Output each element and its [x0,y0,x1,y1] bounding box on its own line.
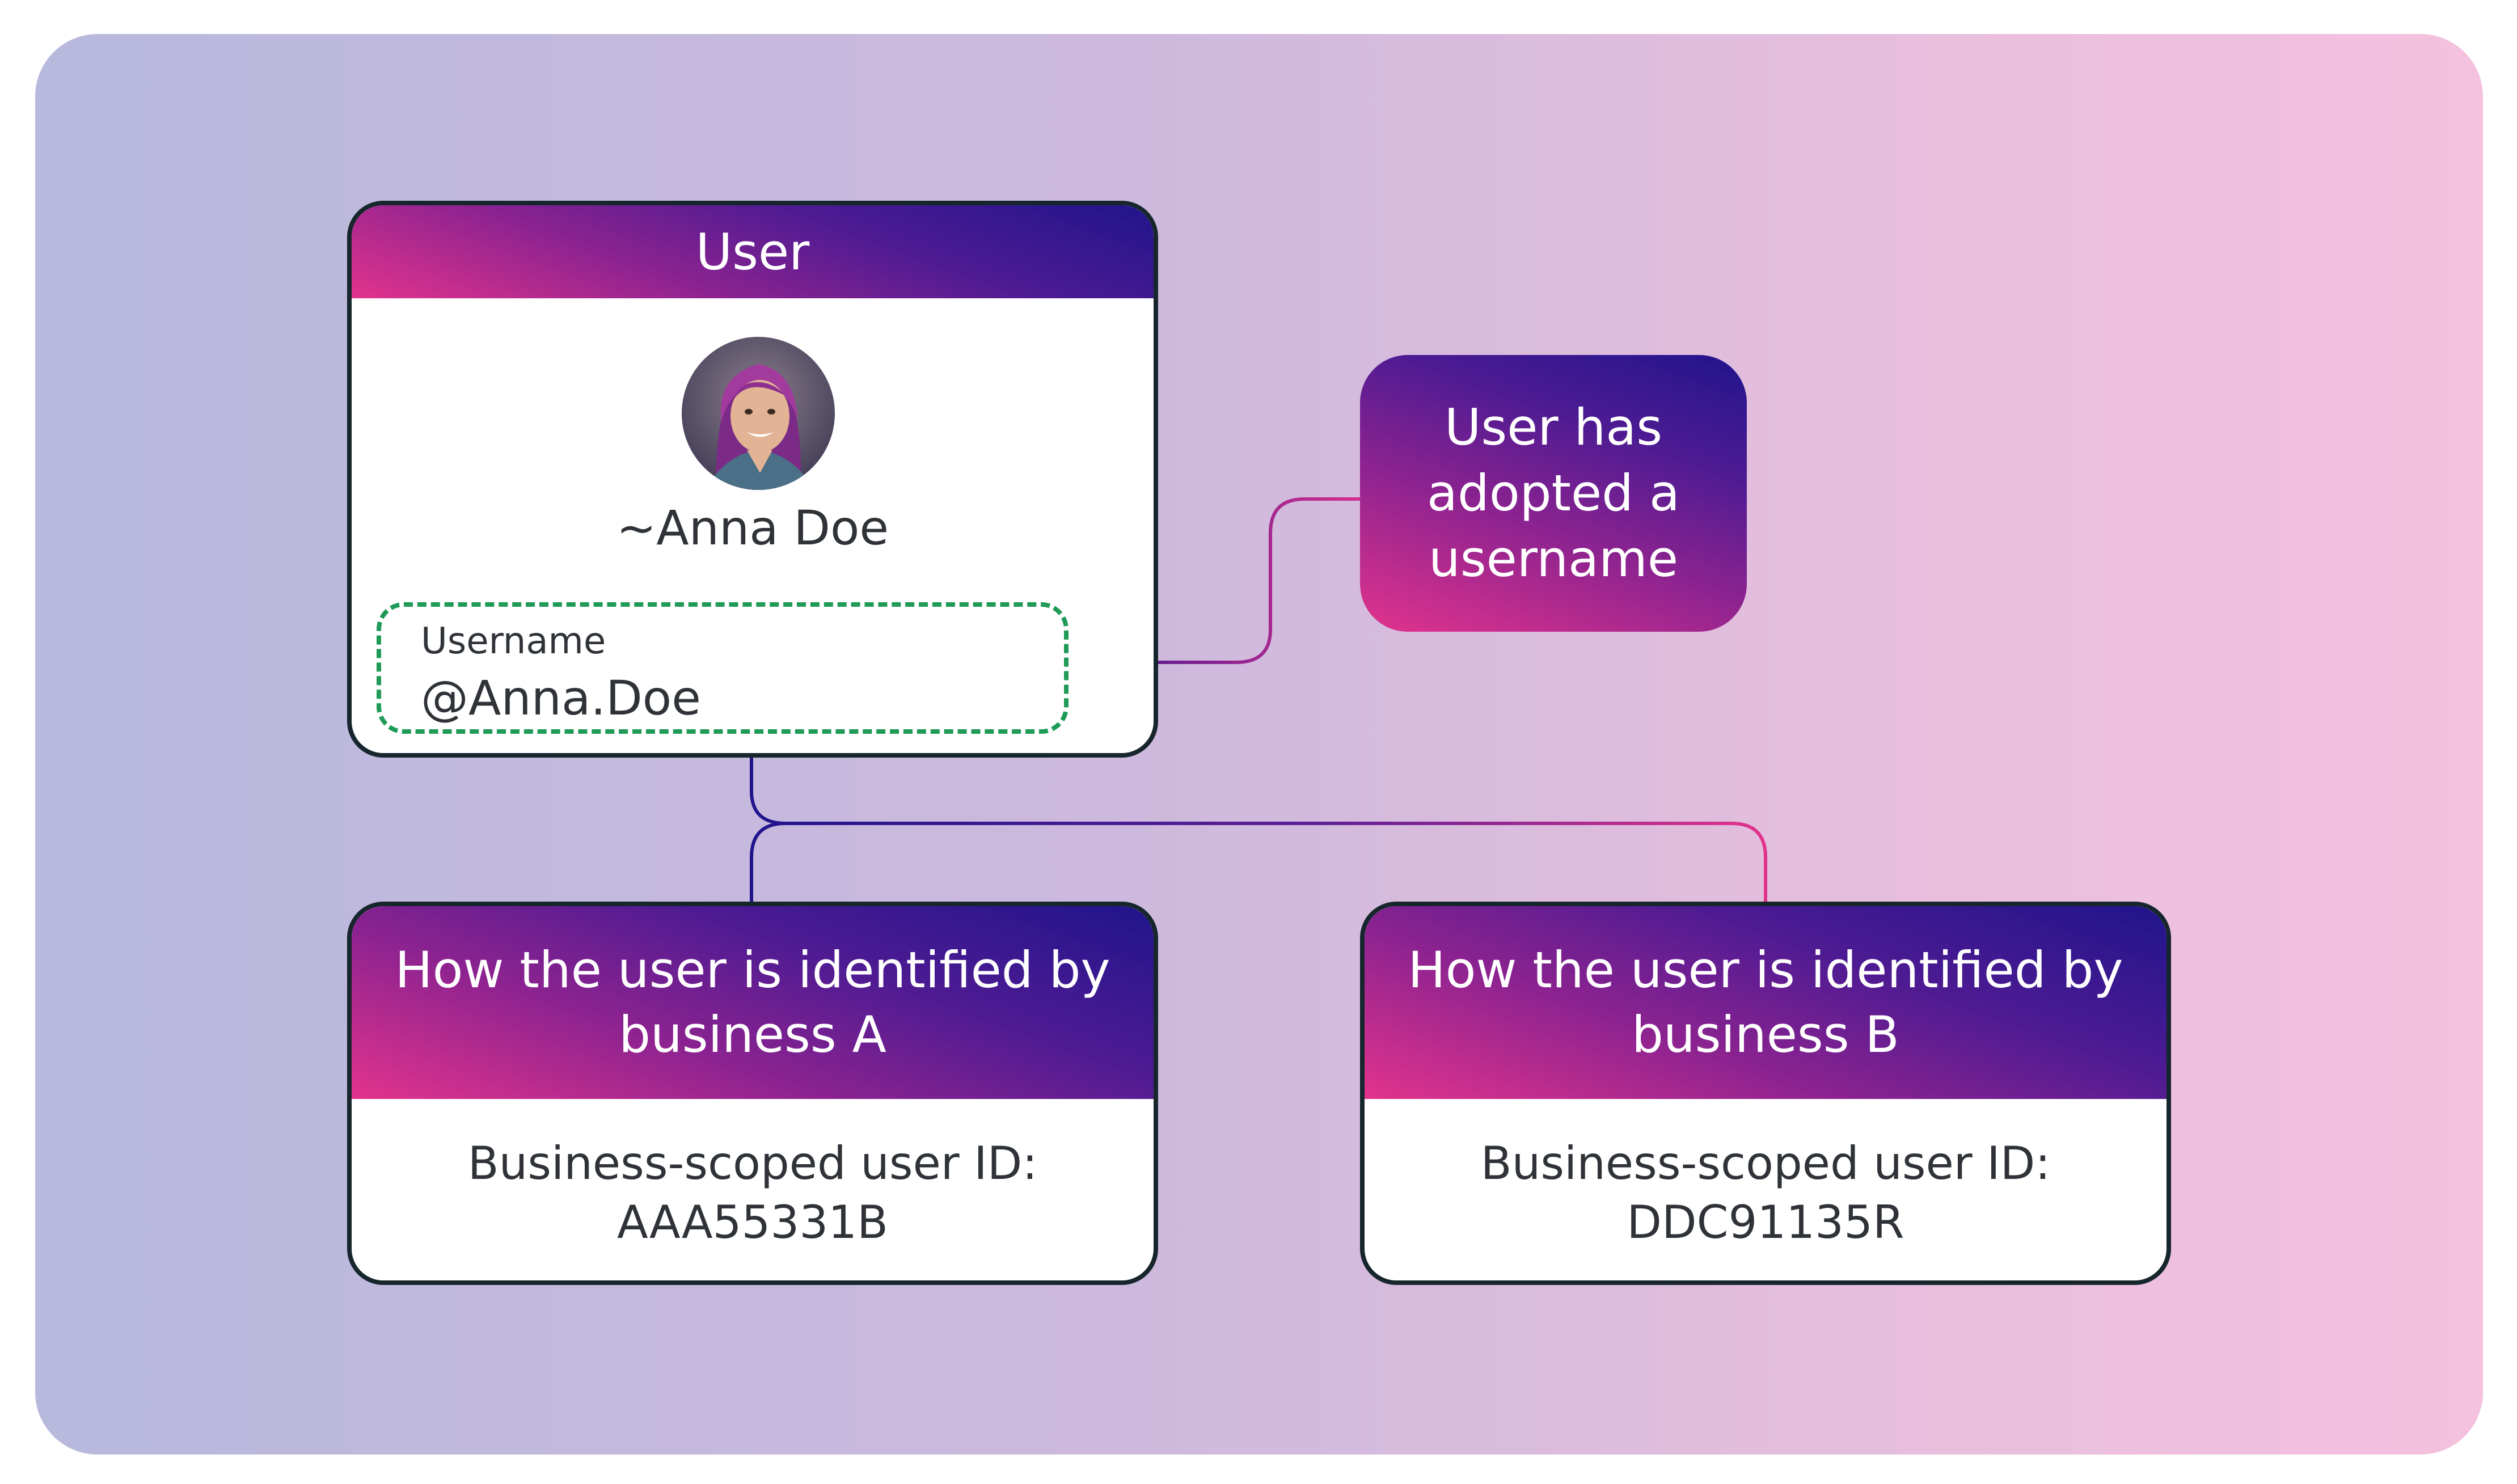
business-b-id-value: DDC91135R [1365,1193,2167,1252]
avatar-image [682,337,835,490]
business-b-card: How the user is identified by business B… [1360,902,2171,1285]
username-label: Username [421,616,1064,667]
business-a-id-label: Business-scoped user ID: [352,1134,1154,1193]
business-a-card: How the user is identified by business A… [347,902,1158,1285]
business-b-title: How the user is identified by business B [1387,938,2144,1067]
username-value: @Anna.Doe [421,667,1064,729]
business-a-title: How the user is identified by business A [374,938,1131,1067]
callout-username-adopted: User has adopted a username [1360,355,1747,632]
business-a-id-value: AAA55331B [352,1193,1154,1252]
user-card-title: User [696,223,810,281]
business-b-header: How the user is identified by business B [1365,906,2167,1099]
callout-text: User has adopted a username [1383,395,1724,592]
avatar [682,337,835,490]
business-a-header: How the user is identified by business A [352,906,1154,1099]
user-card-header: User [352,205,1154,298]
business-a-body: Business-scoped user ID: AAA55331B [352,1099,1154,1252]
business-b-id-label: Business-scoped user ID: [1365,1134,2167,1193]
display-name: ~Anna Doe [352,500,1154,556]
user-card: User ~Anna Doe Username @Anna.Doe [347,201,1158,758]
business-b-body: Business-scoped user ID: DDC91135R [1365,1099,2167,1252]
username-field: Username @Anna.Doe [377,602,1069,734]
